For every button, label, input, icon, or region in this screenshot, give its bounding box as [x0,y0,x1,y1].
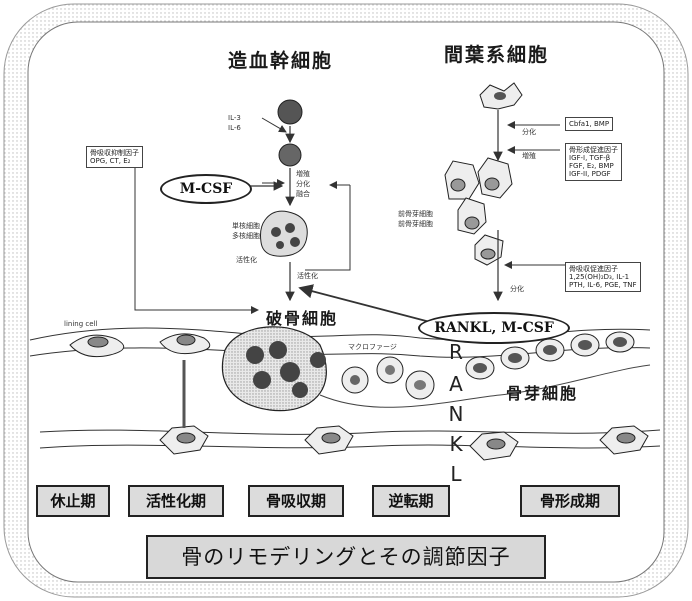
phase-reversal: 逆転期 [372,485,450,517]
rankl-mcsf-ellipse: RANKL, M-CSF [418,312,570,344]
bone-formation-factor-2: FGF, E₂, BMP [569,162,618,170]
activation-label: 活性化 [236,256,257,264]
resorption-promoter-2: PTH, IL-6, PGE, TNF [569,281,637,289]
mesenchymal-prolif-label: 増殖 [522,152,536,160]
multi-label: 多核細胞 [232,232,260,240]
preosteoblast-label-1: 前骨芽細胞 [398,210,433,218]
il3-label: IL-3 [228,114,241,122]
lining-cell-label: lining cell [64,320,97,328]
mesenchymal-cell-heading: 間葉系細胞 [444,40,549,67]
resorption-inhibitor-box: 骨吸収抑制因子 OPG, CT, E₂ [86,146,143,168]
prolif-label: 増殖 [296,170,310,178]
mono-label: 単核細胞 [232,222,260,230]
phase-resorption: 骨吸収期 [248,485,344,517]
rankl-letter-n: N [446,402,466,426]
rankl-letter-l: L [446,462,466,486]
hematopoietic-stem-cell-heading: 造血幹細胞 [228,46,333,73]
bone-formation-factor-title: 骨形成促進因子 [569,146,618,154]
bone-formation-factor-1: IGF-I, TGF-β [569,154,618,162]
mcsf-ellipse: M-CSF [160,174,252,204]
phase-formation: 骨形成期 [520,485,620,517]
caption: 骨のリモデリングとその調節因子 [146,535,546,579]
il6-label: IL-6 [228,124,241,132]
osteoclast-heading: 破骨細胞 [266,305,338,329]
bone-formation-factor-box: 骨形成促進因子 IGF-I, TGF-β FGF, E₂, BMP IGF-II… [565,143,622,181]
preosteoclast [261,211,308,256]
phase-resting: 休止期 [36,485,110,517]
resorption-inhibitor-title: 骨吸収抑制因子 [90,149,139,157]
resorption-inhibitor-factors: OPG, CT, E₂ [90,157,139,165]
macrophage-label: マクロファージ [348,343,397,351]
resorption-promoter-box: 骨吸収促進因子 1,25(OH)₂D₃, IL-1 PTH, IL-6, PGE… [565,262,641,292]
rankl-letter-k: K [446,432,466,456]
osteoblast-heading: 骨芽細胞 [506,380,578,404]
rankl-letter-a: A [446,372,466,396]
resorption-promoter-1: 1,25(OH)₂D₃, IL-1 [569,273,637,281]
preosteoblast-label-2: 前骨芽細胞 [398,220,433,228]
stem-cell [278,100,302,124]
cbfa1-box: Cbfa1, BMP [565,117,613,131]
osteoblast-diff-label: 分化 [510,285,524,293]
mesenchymal-diff-label: 分化 [522,128,536,136]
fusion-label: 融合 [296,190,310,198]
rankl-letter-r: R [446,340,466,364]
activation2-label: 活性化 [297,272,318,280]
progenitor-cell [279,144,301,166]
phase-activation: 活性化期 [128,485,224,517]
diff-label: 分化 [296,180,310,188]
resorption-promoter-title: 骨吸収促進因子 [569,265,637,273]
bone-formation-factor-3: IGF-II, PDGF [569,170,618,178]
